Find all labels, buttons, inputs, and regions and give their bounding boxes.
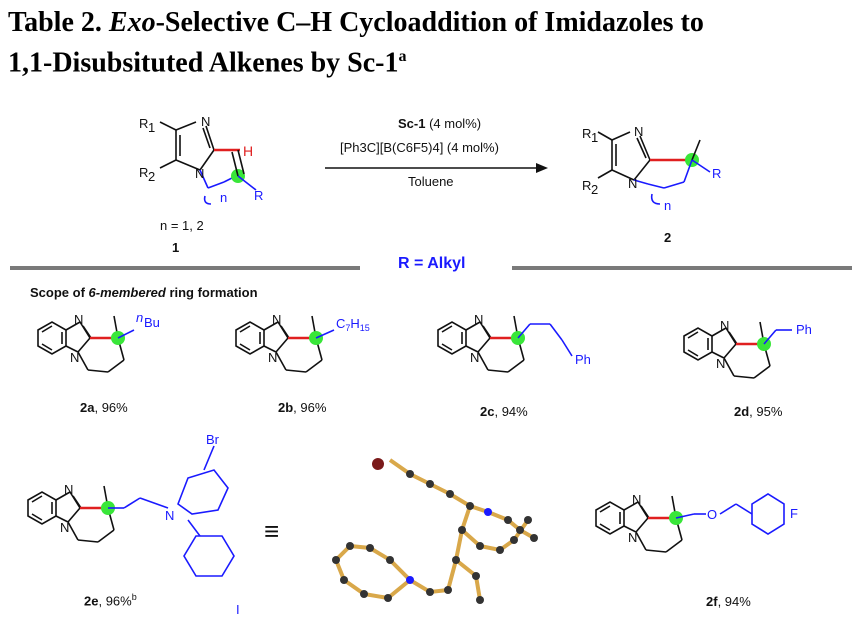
compound-2c-label: 2c, 94% [480, 404, 528, 419]
svg-text:N: N [720, 318, 729, 333]
title-italic-exo: Exo [108, 7, 156, 38]
compound-2a-label: 2a, 96% [80, 400, 128, 415]
catalyst-line: Sc-1 (4 mol%) [398, 116, 481, 131]
reactant-r: R [254, 188, 263, 203]
reactant-n-bottom: N [195, 166, 204, 181]
reactant-n-top: N [201, 114, 210, 129]
svg-text:N: N [64, 482, 73, 497]
compound-2f-heteroatom-o: O [707, 507, 717, 522]
compound-2e-heteroatom-n: N [165, 508, 174, 523]
compound-2b-structure: N N [234, 312, 335, 374]
product-number: 2 [664, 230, 672, 245]
compound-2a-group: Bu [144, 315, 160, 330]
product-n-index: n [664, 198, 671, 213]
svg-text:N: N [272, 312, 281, 327]
product-r1: R [582, 126, 591, 141]
compound-2f-structure: N N [594, 492, 785, 554]
product-n-bottom: N [628, 176, 637, 191]
title-line1-rest: -Selective C–H Cycloaddition of Imidazol… [155, 7, 704, 38]
compound-2f-halogen: F [790, 506, 798, 521]
reactant-r2: R [139, 165, 148, 180]
catalyst-name: Sc-1 [398, 116, 426, 131]
compound-2d-group: Ph [796, 322, 812, 337]
reactant-h: H [243, 143, 253, 159]
reactant-n-values: n = 1, 2 [160, 218, 204, 233]
compound-2e-halogen: Br [206, 432, 220, 447]
compound-2f-label: 2f, 94% [706, 594, 751, 609]
svg-text:N: N [470, 350, 479, 365]
scope-caption: Scope of 6-membered ring formation [30, 285, 258, 300]
svg-text:N: N [60, 520, 69, 535]
svg-text:N: N [74, 312, 83, 327]
svg-text:N: N [632, 492, 641, 507]
reactant-number: 1 [172, 240, 180, 255]
svg-text:N: N [474, 312, 483, 327]
section-header: R = Alkyl [398, 255, 466, 272]
table-title: Table 2. Exo-Selective C–H Cycloaddition… [8, 6, 853, 80]
product-n-top: N [634, 124, 643, 139]
product-r: R [712, 166, 721, 181]
divider-right [512, 266, 852, 270]
title-line2: 1,1-Disubsituted Alkenes by Sc-1 [8, 47, 399, 79]
product-r1-sub: 1 [591, 130, 598, 145]
cocatalyst-line: [Ph3C][B(C6F5)4] (4 mol%) [340, 140, 499, 155]
compound-2c-structure: N N [436, 312, 573, 374]
bottom-fragment: I [236, 602, 240, 617]
divider-left [10, 266, 360, 270]
compound-2a-group-prefix: n [136, 310, 143, 325]
svg-text:N: N [70, 350, 79, 365]
title-footnote-mark: a [398, 48, 407, 65]
svg-text:N: N [268, 350, 277, 365]
svg-text:N: N [716, 356, 725, 371]
title-prefix: Table 2. [8, 7, 109, 38]
reactant-r1-sub: 1 [148, 120, 155, 135]
arrow-head [536, 163, 548, 173]
scope-prefix: Scope of [30, 285, 89, 300]
compound-2e-structure: N N [26, 445, 235, 577]
compound-2c-group: Ph [575, 352, 591, 367]
compound-2d-structure: N N [682, 318, 792, 380]
product-r2-sub: 2 [591, 182, 598, 197]
solvent-line: Toluene [408, 174, 454, 189]
compound-2d-label: 2d, 95% [734, 404, 783, 419]
compound-2b-label: 2b, 96% [278, 400, 327, 415]
scope-italic: 6-membered [88, 285, 166, 300]
compound-2b-group: C7H15 [336, 316, 370, 333]
compound-2e-label: 2e, 96%b [84, 592, 137, 609]
product-r2: R [582, 178, 591, 193]
scope-suffix: ring formation [165, 285, 258, 300]
reactant-r1: R [139, 116, 148, 131]
reactant-n-index: n [220, 190, 227, 205]
equivalence-symbol: ≡ [264, 516, 280, 546]
product-structure [597, 131, 711, 205]
compound-2a-structure: N N [36, 312, 135, 374]
crystal-structure-image [332, 458, 538, 604]
svg-text:N: N [628, 530, 637, 545]
reactant-r2-sub: 2 [148, 169, 155, 184]
catalyst-loading: (4 mol%) [425, 116, 482, 131]
reactant-imidazole [159, 121, 257, 205]
